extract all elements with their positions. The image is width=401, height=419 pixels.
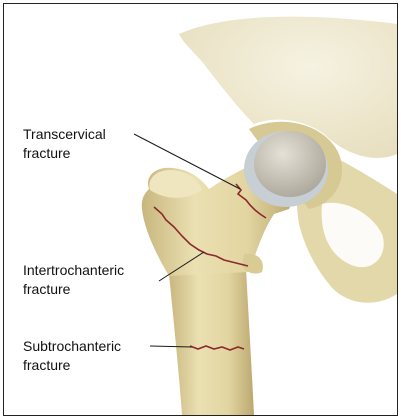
intertrochanteric-label-line1: Intertrochanteric — [23, 261, 124, 280]
femur-shaft — [169, 269, 254, 415]
transcervical-label-line1: Transcervical — [23, 125, 106, 144]
transcervical-label-line2: fracture — [23, 144, 106, 163]
intertrochanteric-label-line2: fracture — [23, 280, 124, 299]
femoral-head — [254, 131, 326, 197]
subtrochanteric-label-line1: Subtrochanteric — [23, 337, 121, 356]
greater-trochanter — [149, 170, 202, 198]
subtrochanteric-label: Subtrochanteric fracture — [23, 337, 121, 375]
transcervical-label: Transcervical fracture — [23, 125, 106, 163]
subtrochanteric-label-line2: fracture — [23, 356, 121, 375]
intertrochanteric-label: Intertrochanteric fracture — [23, 261, 124, 299]
illustration-frame: Transcervical fracture Intertrochanteric… — [3, 3, 398, 416]
